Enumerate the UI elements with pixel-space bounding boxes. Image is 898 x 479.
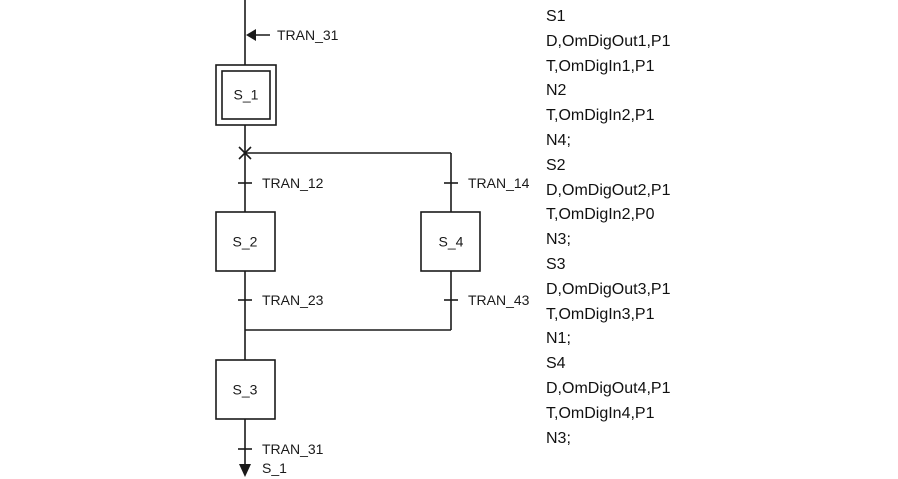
code-line: T,OmDigIn2,P1 — [546, 107, 655, 125]
exit-target-label: S_1 — [262, 460, 287, 476]
code-line: S1 — [546, 8, 566, 25]
state-s2-label: S_2 — [233, 234, 258, 250]
state-s3-label: S_3 — [233, 382, 258, 398]
code-line: T,OmDigIn2,P0 — [546, 206, 655, 224]
entry-transition-label: TRAN_31 — [277, 27, 339, 43]
state-s2[interactable]: S_2 — [215, 211, 276, 272]
transition-14-label: TRAN_14 — [468, 175, 530, 191]
code-line: T,OmDigIn1,P1 — [546, 57, 655, 75]
code-line: D,OmDigOut2,P1 — [546, 181, 671, 199]
code-line: S4 — [546, 355, 566, 373]
code-line: D,OmDigOut3,P1 — [546, 280, 671, 298]
state-s1-inner — [221, 70, 271, 120]
state-s4-label: S_4 — [439, 234, 464, 250]
state-s3[interactable]: S_3 — [215, 359, 276, 420]
code-line: D,OmDigOut4,P1 — [546, 379, 671, 397]
code-line: S3 — [546, 255, 566, 273]
code-line: D,OmDigOut1,P1 — [546, 32, 671, 50]
code-line: N2 — [546, 82, 567, 100]
exit-transition-label: TRAN_31 — [262, 441, 324, 457]
code-line: N1; — [546, 330, 571, 348]
state-s3-box — [215, 359, 276, 420]
code-line: T,OmDigIn3,P1 — [546, 305, 655, 323]
state-s1-label: S_1 — [234, 87, 259, 103]
code-line: N4; — [546, 131, 571, 149]
state-s4[interactable]: S_4 — [420, 211, 481, 272]
transition-12-label: TRAN_12 — [262, 175, 324, 191]
state-s1[interactable]: S_1 — [215, 64, 277, 126]
entry-arrow-icon — [246, 29, 256, 41]
code-line: S2 — [546, 156, 566, 174]
transition-43-label: TRAN_43 — [468, 292, 530, 308]
exit-arrow-icon — [239, 464, 251, 477]
code-line: N3; — [546, 429, 571, 447]
transition-23-label: TRAN_23 — [262, 292, 324, 308]
code-line: T,OmDigIn4,P1 — [546, 404, 655, 422]
code-line: N3; — [546, 231, 571, 249]
